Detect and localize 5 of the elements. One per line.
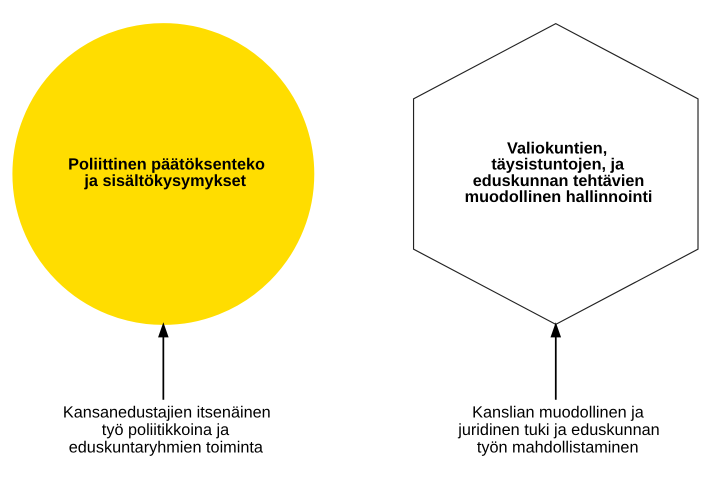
node-circle: Poliittinen päätöksenteko ja sisältökysymykset <box>12 22 314 324</box>
arrow <box>550 322 562 400</box>
node-text: Kansanedustajien itsenäinen työ poliitikkoina ja eduskuntaryhmien toiminta <box>62 402 271 456</box>
node-text: Kanslian muodollinen ja juridinen tuki ja eduskunnan työn mahdollistaminen <box>458 402 660 456</box>
arrow <box>158 322 169 400</box>
